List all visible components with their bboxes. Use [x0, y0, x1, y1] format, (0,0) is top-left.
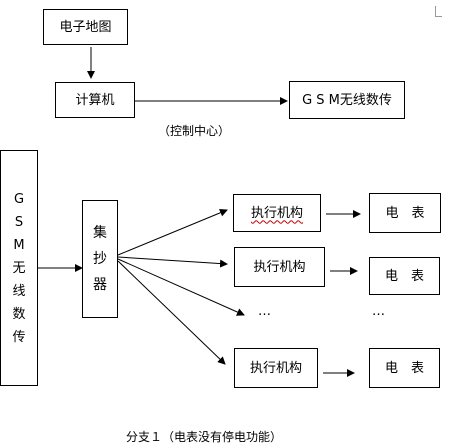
concentrator-char: 集: [93, 225, 107, 241]
corner-mark: [435, 6, 442, 17]
gsm-vertical-char: 线: [12, 283, 26, 299]
electronic-map-box: 电子地图: [43, 9, 128, 45]
concentrator-char: 抄: [93, 251, 107, 267]
gsm-vertical-box: G S M 无 线 数 传: [0, 150, 38, 386]
concentrator-char: 器: [93, 277, 107, 293]
actuator-box-3: 执行机构: [234, 348, 318, 388]
concentrator-box: 集 抄 器: [82, 200, 118, 318]
gsm-transmission-box: G S M无线数传: [289, 81, 405, 119]
gsm-vertical-char: M: [13, 237, 25, 253]
meter-label-1: 电 表: [385, 205, 425, 221]
gsm-vertical-char: G: [13, 191, 25, 207]
computer-label: 计算机: [75, 92, 115, 108]
arrow-concentrator-to-actuator-2: [117, 256, 228, 268]
arrow-concentrator-to-actuator-3: [117, 260, 226, 365]
meter-box-2: 电 表: [369, 257, 440, 295]
gsm-vertical-char: S: [14, 214, 24, 230]
meter-box-3: 电 表: [369, 348, 440, 388]
gsm-vertical-char: 数: [12, 306, 26, 322]
actuator-label-3: 执行机构: [249, 360, 302, 376]
gsm-vertical-char: 传: [12, 329, 26, 345]
ellipsis-meters: …: [372, 304, 386, 319]
diagram-caption: 分支１（电表没有停电功能）: [126, 430, 283, 444]
gsm-vertical-char: 无: [12, 260, 26, 276]
meter-label-2: 电 表: [384, 268, 424, 284]
actuator-label-2: 执行机构: [253, 259, 306, 275]
actuator-box-1: 执行机构: [233, 194, 321, 232]
control-center-label: （控制中心）: [158, 124, 231, 138]
arrow-concentrator-to-actuator-1: [117, 208, 228, 256]
computer-box: 计算机: [55, 82, 135, 118]
gsm-transmission-label: G S M无线数传: [302, 92, 392, 108]
meter-label-3: 电 表: [384, 360, 424, 376]
arrow-concentrator-to-ellipsis: [117, 258, 245, 316]
meter-box-1: 电 表: [369, 193, 441, 233]
actuator-box-2: 执行机构: [234, 247, 325, 287]
ellipsis-actuators: …: [258, 304, 272, 319]
actuator-label-1: 执行机构: [250, 205, 303, 221]
electronic-map-label: 电子地图: [59, 19, 112, 35]
